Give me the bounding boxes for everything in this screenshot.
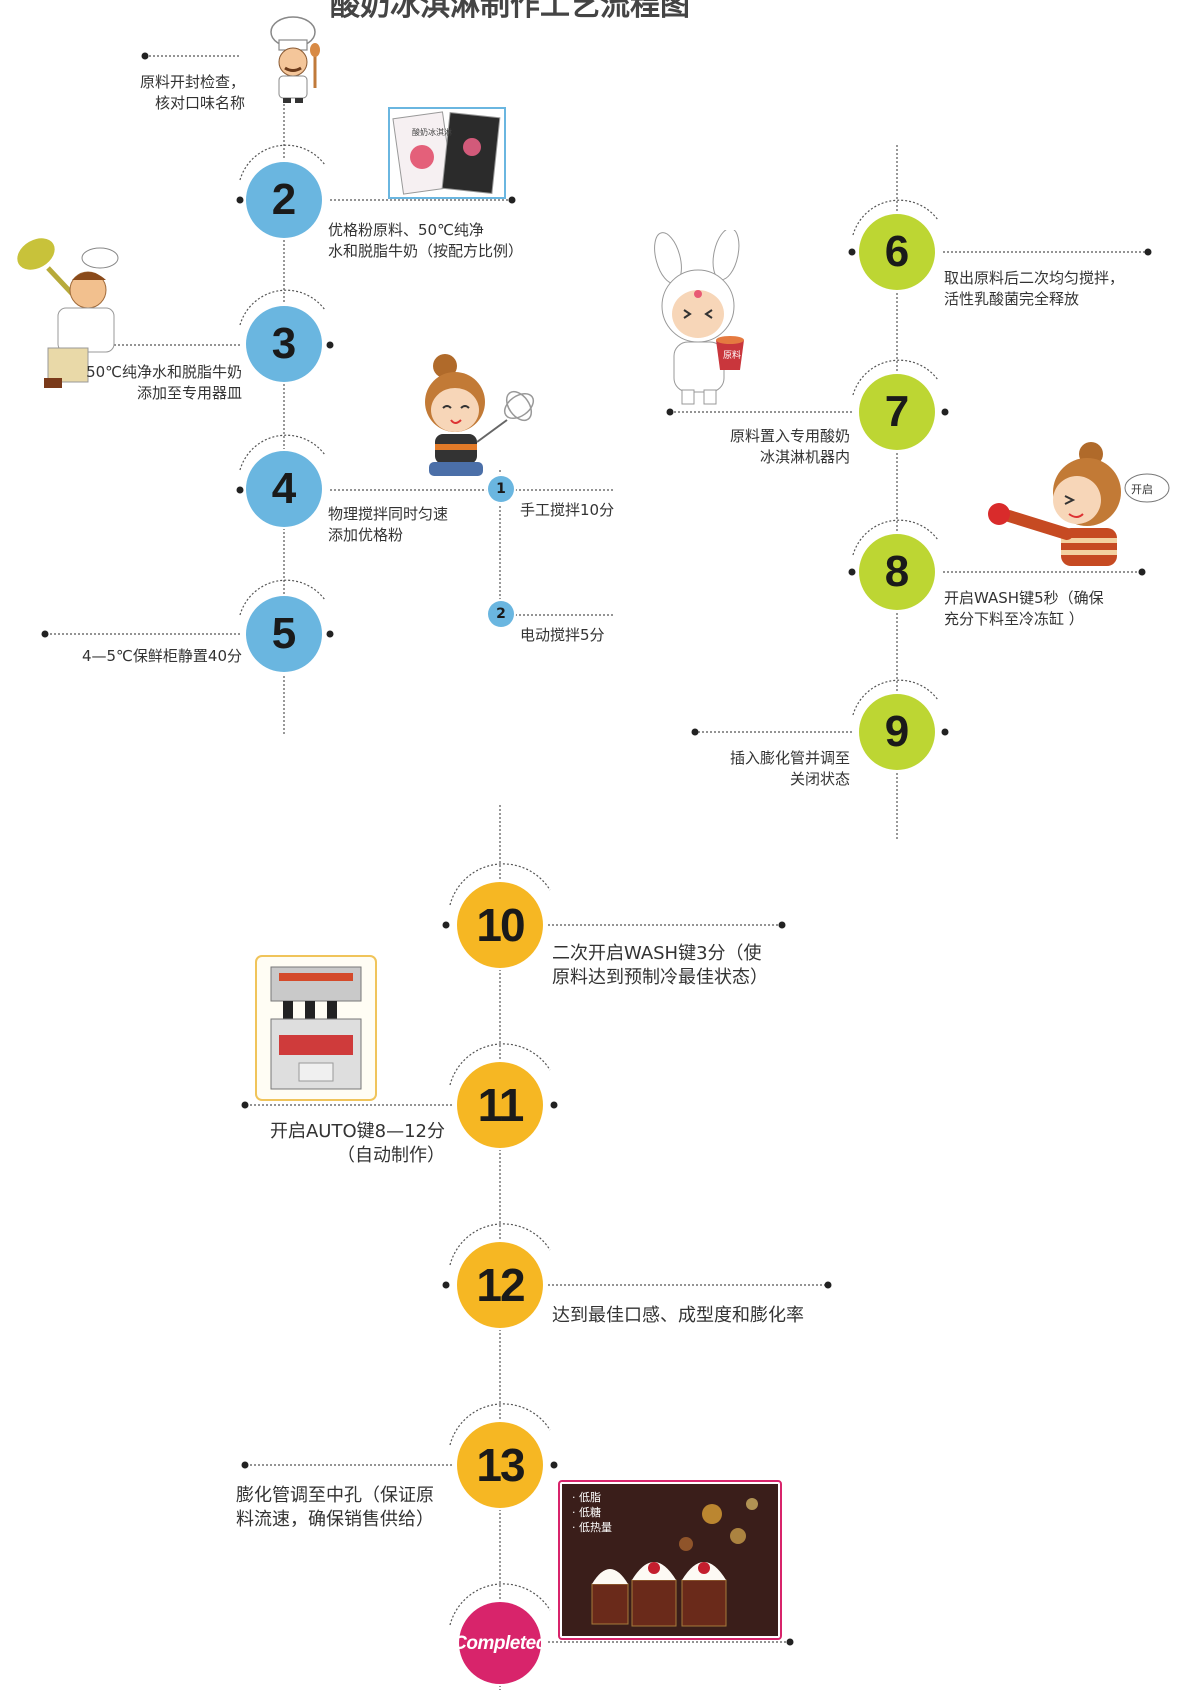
photo-tag-low-sugar: · 低糖 bbox=[572, 1506, 601, 1519]
step-13-circle: 13 bbox=[457, 1422, 543, 1508]
step-7-circle: 7 bbox=[859, 374, 935, 450]
step9-label: 插入膨化管并调至 关闭状态 bbox=[729, 749, 850, 788]
step4-label: 物理搅拌同时匀速 添加优格粉 bbox=[328, 505, 449, 544]
substep-1-label: 手工搅拌10分 bbox=[520, 501, 615, 519]
step13-label: 膨化管调至中孔（保证原 料流速，确保销售供给） bbox=[236, 1485, 434, 1530]
frozen-yogurt-photo: · 低脂 · 低糖 · 低热量 bbox=[558, 1480, 782, 1640]
step-9-circle: 9 bbox=[859, 694, 935, 770]
step-10-circle: 10 bbox=[457, 882, 543, 968]
substep-2-label: 电动搅拌5分 bbox=[520, 626, 605, 644]
step-2-circle: 2 bbox=[246, 162, 322, 238]
photo-tag-list: · 低脂 · 低糖 · 低热量 bbox=[572, 1490, 612, 1535]
step12-label: 达到最佳口感、成型度和膨化率 bbox=[552, 1305, 804, 1326]
girl-whisking-icon bbox=[425, 354, 535, 476]
step10-label: 二次开启WASH键3分（使 原料达到预制冷最佳状态） bbox=[552, 943, 768, 988]
substep-2-circle: 2 bbox=[488, 601, 514, 627]
cup-label-text: 原料 bbox=[723, 349, 741, 361]
photo-tag-low-calorie: · 低热量 bbox=[572, 1521, 612, 1534]
menu-poster-image: 酸奶冰淇淋 bbox=[388, 107, 506, 199]
step-4-circle: 4 bbox=[246, 451, 322, 527]
step7-label: 原料置入专用酸奶 冰淇淋机器内 bbox=[729, 427, 850, 466]
step-5-circle: 5 bbox=[246, 596, 322, 672]
menu-title-text: 酸奶冰淇淋 bbox=[412, 127, 452, 137]
step-11-circle: 11 bbox=[457, 1062, 543, 1148]
cook-holding-spoon-icon bbox=[17, 238, 119, 388]
step-3-circle: 3 bbox=[246, 306, 322, 382]
page-title: 酸奶冰淇淋制作工艺流程图 bbox=[330, 0, 690, 23]
step8-label: 开启WASH键5秒（确保 充分下料至冷冻缸 ） bbox=[944, 589, 1104, 628]
girl-pressing-button-icon: 开启 bbox=[988, 442, 1170, 566]
step-6-circle: 6 bbox=[859, 214, 935, 290]
step11-label: 开启AUTO键8—12分 （自动制作） bbox=[269, 1121, 445, 1166]
chef-icon bbox=[270, 16, 320, 103]
step-12-circle: 12 bbox=[457, 1242, 543, 1328]
substep-1-circle: 1 bbox=[488, 476, 514, 502]
step-8-circle: 8 bbox=[859, 534, 935, 610]
speech-bubble-text: 开启 bbox=[1131, 483, 1153, 496]
ice-cream-machine-image bbox=[255, 955, 377, 1101]
step5-label: 4—5℃保鲜柜静置40分 bbox=[81, 647, 242, 665]
step6-label: 取出原料后二次均匀搅拌， 活性乳酸菌完全释放 bbox=[944, 269, 1125, 308]
frozen-yogurt-photo-art bbox=[562, 1484, 778, 1636]
bunny-holding-cup-icon: 原料 bbox=[654, 230, 744, 405]
step2-label: 优格粉原料、50℃纯净 水和脱脂牛奶（按配方比例） bbox=[328, 221, 524, 260]
photo-tag-low-fat: · 低脂 bbox=[572, 1491, 601, 1504]
completed-circle: Completed bbox=[453, 1602, 547, 1684]
step3-label: 50℃纯净水和脱脂牛奶 添加至专用器皿 bbox=[86, 363, 242, 402]
step1-label: 原料开封检查， 核对口味名称 bbox=[139, 73, 245, 112]
